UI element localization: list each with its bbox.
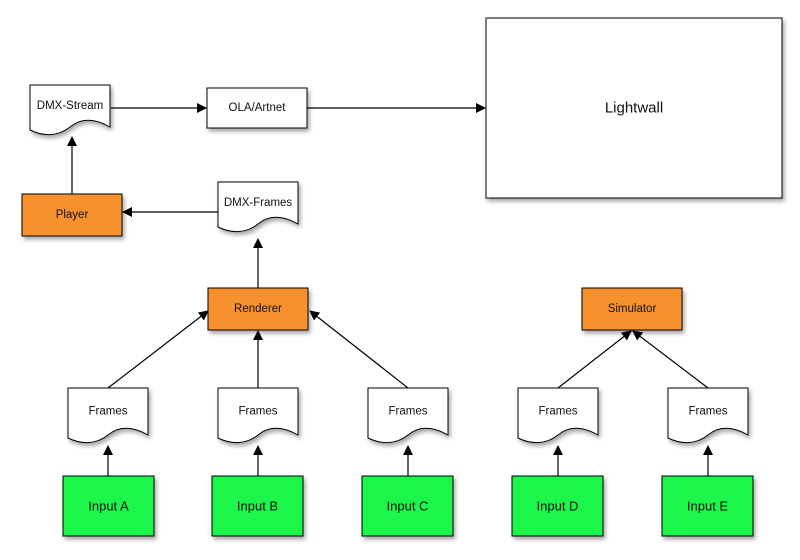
node-frames-a: Frames: [67, 387, 149, 443]
frames-d-shape: [517, 387, 599, 443]
node-frames-e: Frames: [667, 387, 749, 443]
node-player: Player: [21, 193, 123, 237]
node-frames-d: Frames: [517, 387, 599, 443]
ola-artnet-shape: [206, 87, 308, 129]
arrow-frames-e-to-simulator: [632, 330, 709, 389]
input-a-label: Input A: [88, 499, 129, 514]
frames-c-shape: [367, 387, 449, 443]
frames-d-label: Frames: [539, 406, 578, 418]
frames-b-shape: [217, 387, 299, 443]
node-input-b: Input B: [211, 475, 304, 537]
player-shape: [21, 193, 123, 237]
frames-a-label: Frames: [89, 406, 128, 418]
node-input-e: Input E: [661, 475, 754, 537]
node-frames-b: Frames: [217, 387, 299, 443]
input-b-shape: [211, 475, 304, 537]
node-input-a: Input A: [62, 475, 155, 537]
dmx-stream-shape: [29, 84, 111, 135]
frames-e-shape: [667, 387, 749, 443]
dmx-frames-shape: [217, 181, 299, 232]
node-ola-artnet: OLA/Artnet: [206, 87, 308, 129]
node-dmx-stream: DMX-Stream: [29, 84, 111, 135]
frames-a-shape: [67, 387, 149, 443]
lightwall-shape: [485, 17, 783, 199]
node-simulator: Simulator: [581, 287, 683, 331]
input-b-label: Input B: [237, 499, 278, 514]
arrow-frames-c-to-renderer: [309, 310, 409, 389]
dmx-frames-label: DMX-Frames: [224, 197, 293, 209]
node-input-c: Input C: [361, 475, 454, 537]
node-dmx-frames: DMX-Frames: [217, 181, 299, 232]
input-d-shape: [511, 475, 604, 537]
input-c-label: Input C: [387, 499, 429, 514]
player-label: Player: [56, 209, 89, 221]
ola-artnet-label: OLA/Artnet: [229, 102, 287, 114]
input-a-shape: [62, 475, 155, 537]
frames-b-label: Frames: [239, 406, 278, 418]
arrow-frames-a-to-renderer: [107, 310, 209, 389]
renderer-label: Renderer: [234, 303, 282, 315]
renderer-shape: [207, 287, 309, 331]
node-renderer: Renderer: [207, 287, 309, 331]
input-e-shape: [661, 475, 754, 537]
node-input-d: Input D: [511, 475, 604, 537]
dmx-stream-label: DMX-Stream: [37, 100, 103, 112]
node-lightwall: Lightwall: [485, 17, 783, 199]
input-d-label: Input D: [537, 499, 579, 514]
input-c-shape: [361, 475, 454, 537]
input-e-label: Input E: [687, 499, 729, 514]
frames-e-label: Frames: [689, 406, 728, 418]
node-frames-c: Frames: [367, 387, 449, 443]
simulator-shape: [581, 287, 683, 331]
simulator-label: Simulator: [608, 303, 657, 315]
arrow-frames-d-to-simulator: [557, 330, 632, 389]
frames-c-label: Frames: [389, 406, 428, 418]
edges: [67, 103, 713, 476]
lightwall-label: Lightwall: [605, 100, 663, 117]
